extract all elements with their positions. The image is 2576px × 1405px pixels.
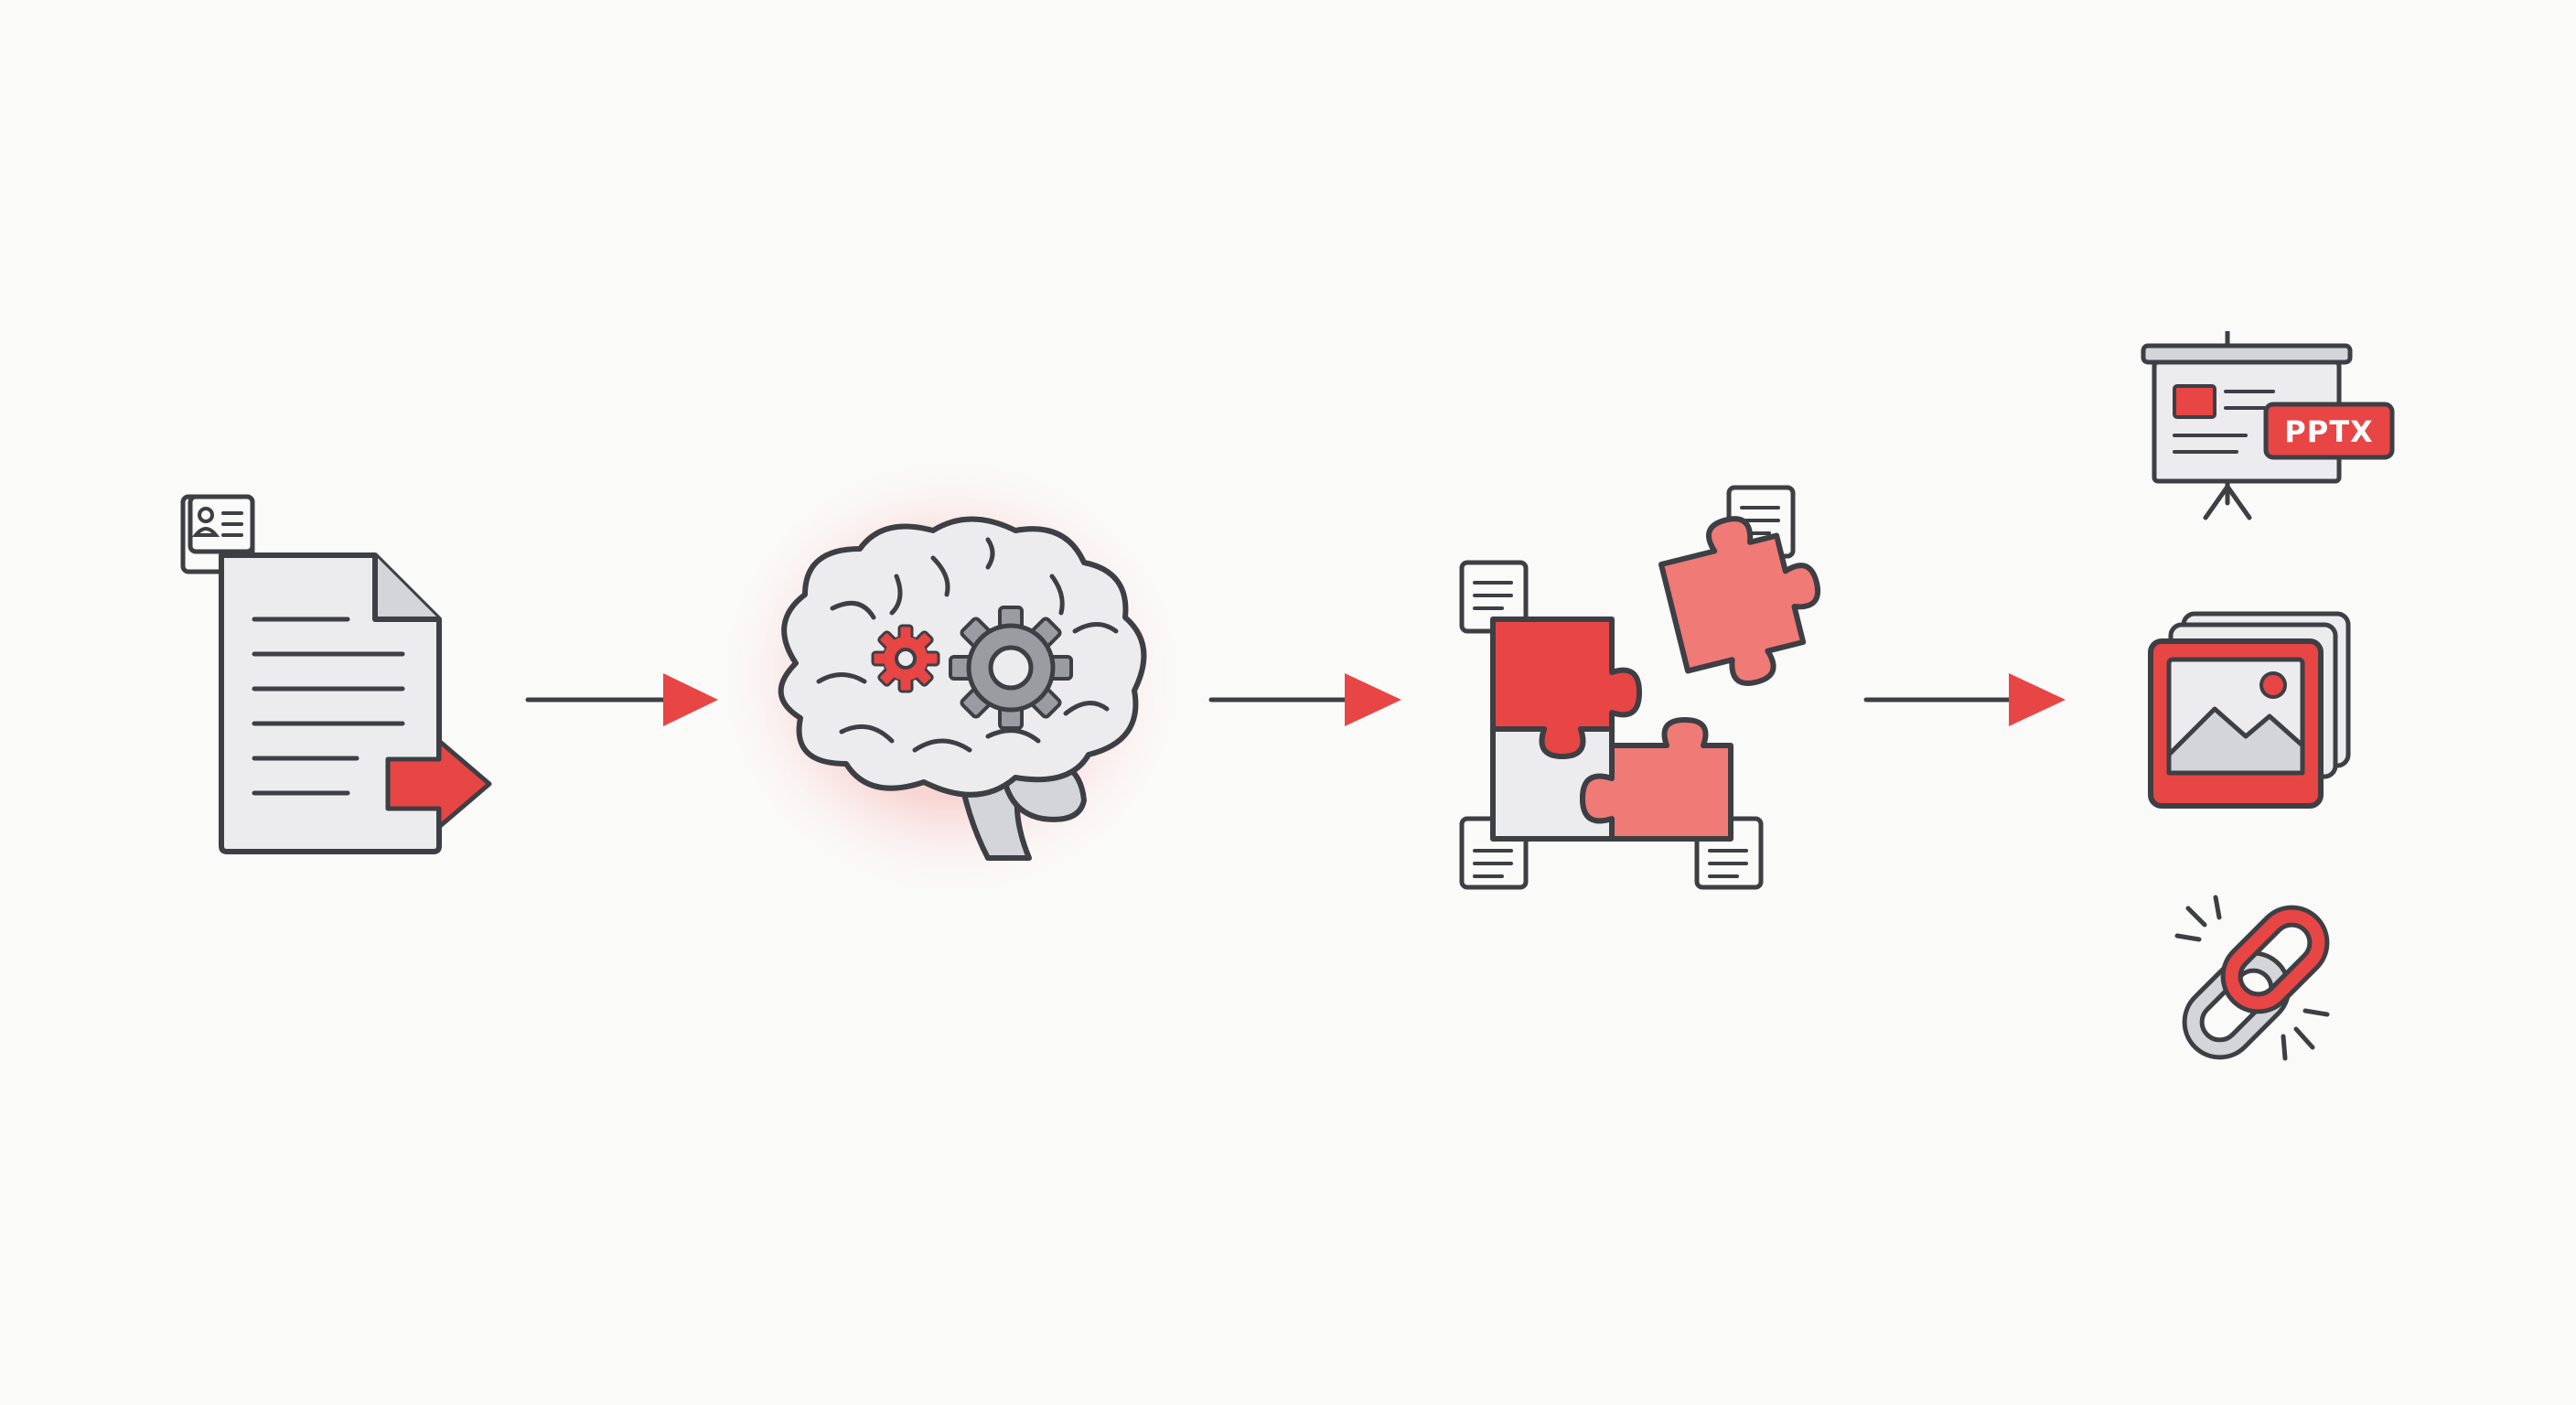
profile-card-icon bbox=[180, 494, 255, 574]
flow-arrow-1 bbox=[524, 668, 725, 732]
presentation-board-icon: PPTX bbox=[2136, 329, 2401, 526]
puzzle-pieces-icon bbox=[1454, 480, 1820, 901]
document-export-icon bbox=[174, 489, 503, 855]
flow-arrow-3 bbox=[1862, 668, 2073, 732]
export-arrow-icon bbox=[385, 738, 492, 830]
gray-gear-icon bbox=[949, 606, 1073, 730]
pptx-badge: PPTX bbox=[2263, 402, 2395, 460]
pptx-badge-label: PPTX bbox=[2284, 414, 2373, 449]
flow-arrow-2 bbox=[1208, 668, 1409, 732]
broken-link-icon bbox=[2168, 892, 2342, 1075]
image-stack-icon bbox=[2145, 608, 2356, 819]
red-gear-icon bbox=[871, 624, 940, 693]
brain-gears-icon bbox=[714, 448, 1189, 906]
